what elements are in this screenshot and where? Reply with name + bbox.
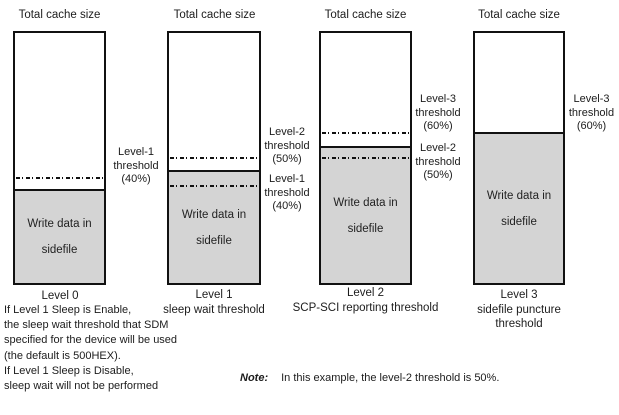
- bar2-sidefile-fill: Write data in sidefile: [169, 170, 259, 283]
- bar3-sidefile-fill: Write data in sidefile: [321, 146, 410, 283]
- bar3-title: Total cache size: [324, 9, 407, 21]
- bar1-sidefile-fill: Write data in sidefile: [15, 189, 104, 283]
- bar2-caption: Level 1 sleep wait threshold: [163, 289, 265, 316]
- bar2-level2-threshold-label: Level-2 threshold (50%): [264, 126, 310, 165]
- bar4-caption: Level 3 sidefile puncture threshold: [477, 289, 561, 330]
- level0-footnote: If Level 1 Sleep is Enable, the sleep wa…: [4, 304, 178, 393]
- bar2-fill-label: Write data in sidefile: [181, 208, 247, 247]
- bar1-level1-threshold-line: [16, 177, 103, 179]
- bar2-title: Total cache size: [173, 9, 256, 21]
- bar1-caption: Level 0: [41, 290, 79, 302]
- bar1-fill-label: Write data in sidefile: [27, 218, 92, 256]
- note-label: Note:: [240, 372, 269, 384]
- bar3-level3-threshold-line: [322, 132, 409, 134]
- bar3-fill-label: Write data in sidefile: [333, 196, 398, 235]
- bar3-cache-box: Write data in sidefile: [319, 31, 412, 285]
- bar4-title: Total cache size: [478, 9, 560, 21]
- bar3-level2-threshold-label: Level-2 threshold (50%): [415, 142, 461, 181]
- bar4-fill-label: Write data in sidefile: [486, 189, 552, 228]
- bar2-level1-threshold-line: [170, 185, 258, 187]
- bar2-cache-box: Write data in sidefile: [167, 31, 261, 285]
- bar1-level1-threshold-label: Level-1 threshold (40%): [113, 146, 159, 185]
- note: Note: In this example, the level-2 thres…: [240, 372, 499, 384]
- note-text: In this example, the level-2 threshold i…: [281, 372, 500, 384]
- bar4-level3-threshold-label: Level-3 threshold (60%): [568, 93, 615, 132]
- bar2-level1-threshold-label: Level-1 threshold (40%): [264, 173, 310, 212]
- bar3-level3-threshold-label: Level-3 threshold (60%): [415, 93, 461, 132]
- bar2-level2-threshold-line: [170, 157, 258, 159]
- bar3-level2-threshold-line: [322, 157, 409, 159]
- bar3-caption: Level 2 SCP-SCI reporting threshold: [292, 287, 439, 314]
- bar1-cache-box: Write data in sidefile: [13, 31, 106, 285]
- bar1-title: Total cache size: [18, 9, 101, 21]
- bar4-sidefile-fill: Write data in sidefile: [475, 132, 563, 283]
- bar4-cache-box: Write data in sidefile: [473, 31, 565, 285]
